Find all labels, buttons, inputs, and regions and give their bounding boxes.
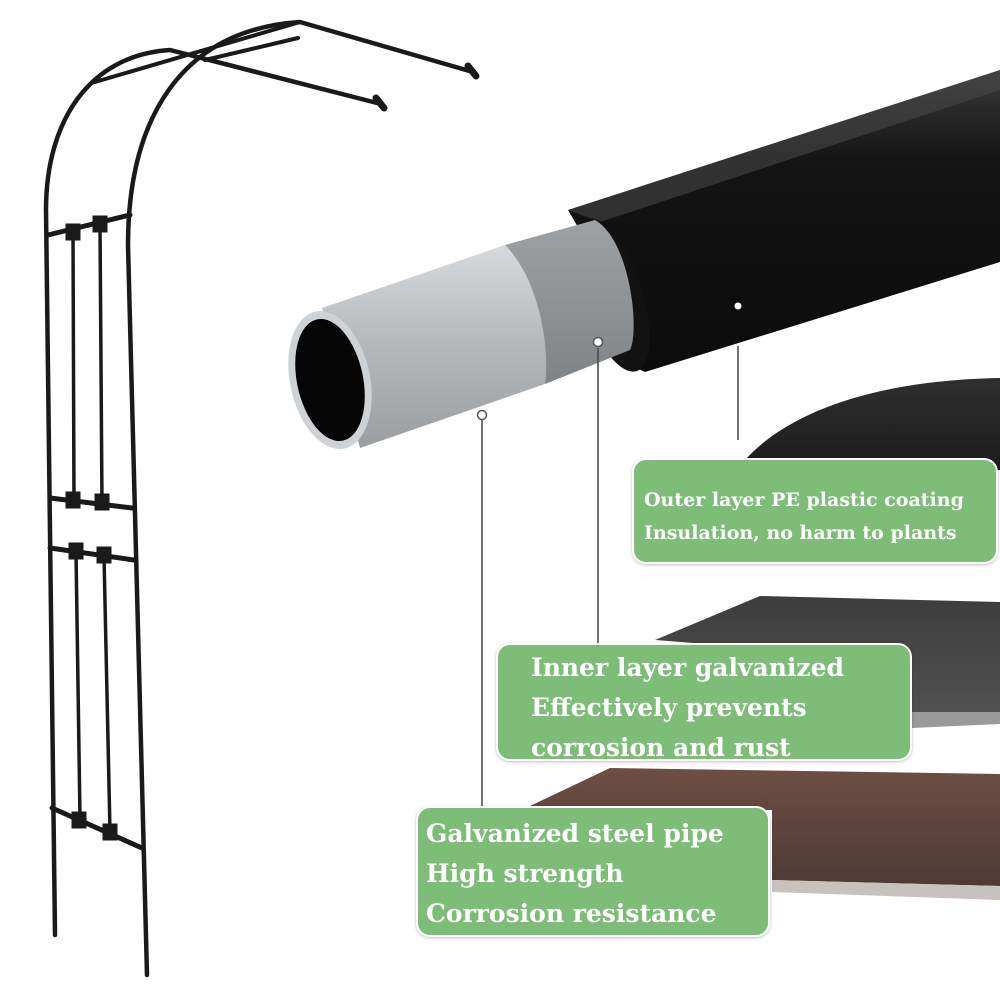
outer-coating-sheet [745, 378, 1000, 470]
pipe-cross-section [288, 70, 1000, 806]
outer-layer-line-1: Outer layer PE plastic coating [644, 489, 964, 511]
steel-pipe-callout: Galvanized steel pipe High strength Corr… [416, 806, 770, 937]
inner-layer-line-3: corrosion and rust [531, 733, 791, 762]
galvanized-sheet [655, 596, 1000, 728]
inner-layer-line-2: Effectively prevents [531, 693, 807, 722]
garden-arch [43, 19, 480, 978]
outer-layer-line-2: Insulation, no harm to plants [644, 522, 957, 544]
steel-pipe-line-1: Galvanized steel pipe [426, 819, 724, 848]
steel-pipe-line-3: Corrosion resistance [426, 899, 717, 928]
steel-pipe-line-2: High strength [426, 859, 624, 888]
steel-sheet [530, 768, 1000, 900]
inner-layer-line-1: Inner layer galvanized [531, 653, 844, 682]
inner-layer-callout: Inner layer galvanized Effectively preve… [496, 643, 912, 762]
outer-layer-callout: Outer layer PE plastic coating Insulatio… [632, 458, 998, 564]
